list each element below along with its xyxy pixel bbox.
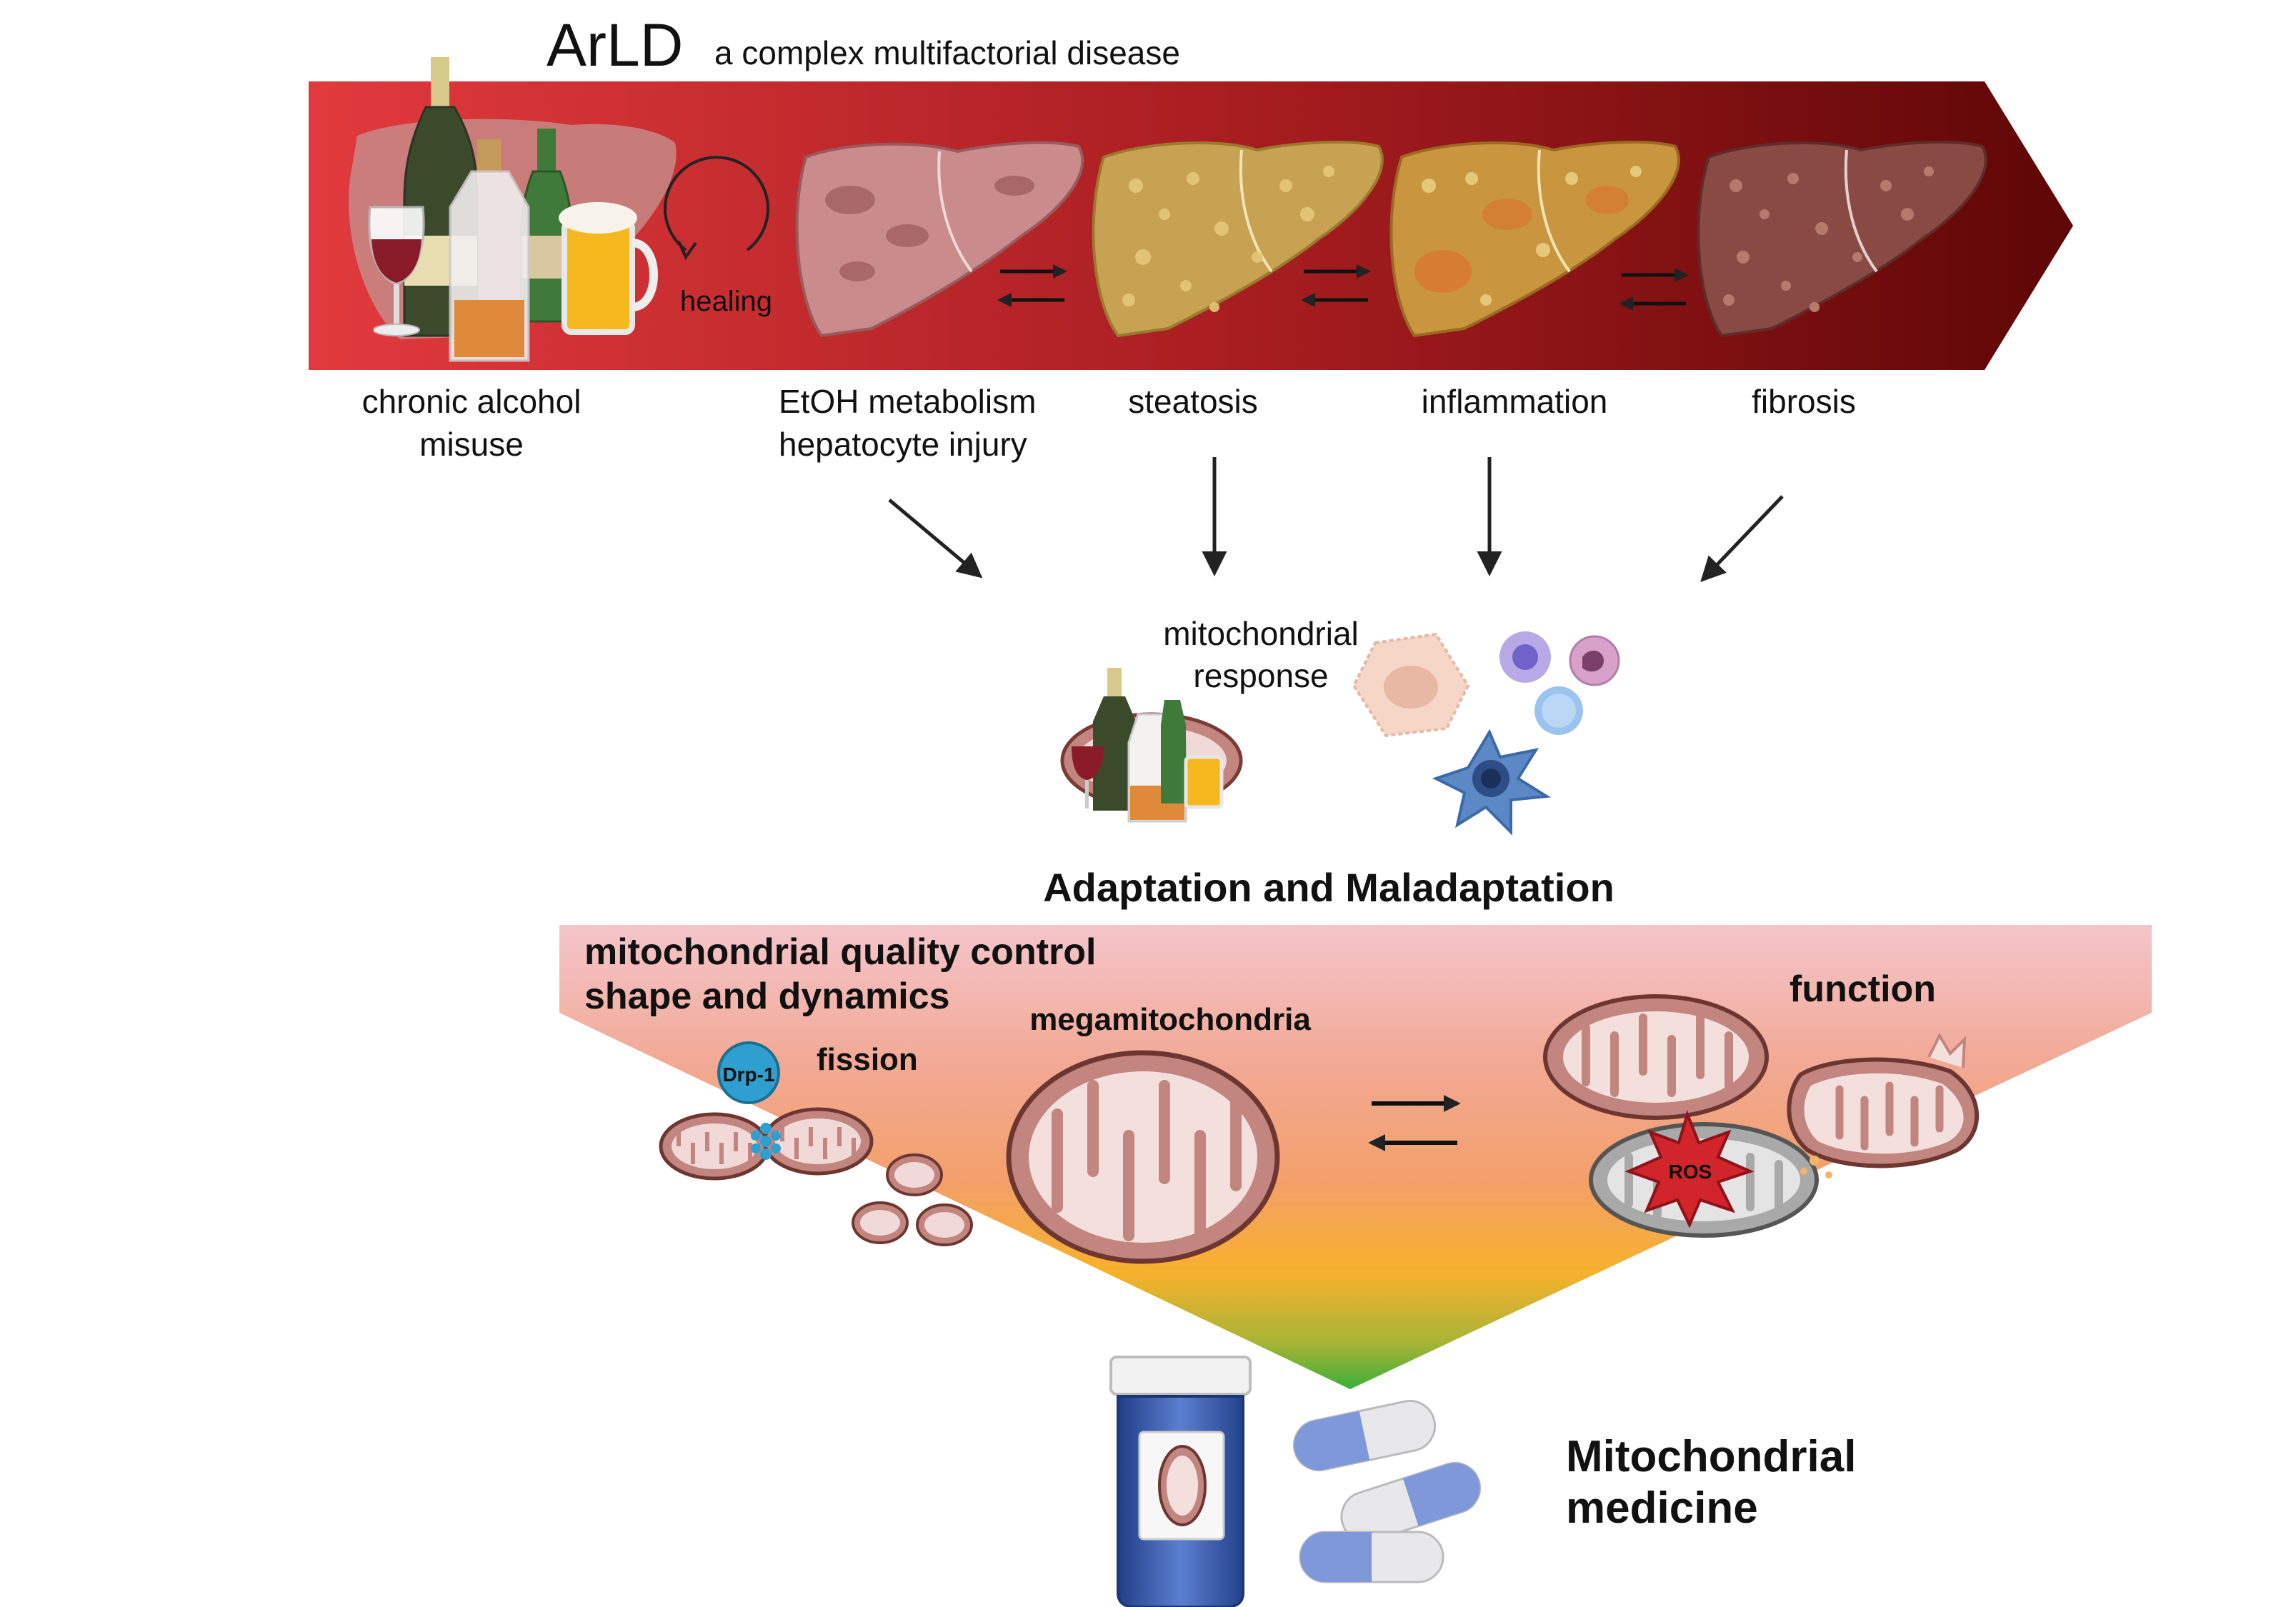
stage-label-line1: steatosis <box>1128 383 1258 420</box>
liver-icon <box>1697 140 1987 338</box>
drinks-liver-icon <box>349 57 677 362</box>
healing-cycle-icon <box>664 156 769 261</box>
mitochondrion-icon <box>659 1112 770 1181</box>
capsule-icon <box>1292 1399 1437 1472</box>
bottle-icon <box>449 139 530 362</box>
equilibrium-arrows <box>1368 1095 1461 1151</box>
reversible-arrows <box>1301 264 1371 307</box>
mitochondrion-icon <box>916 1203 973 1246</box>
liver-icon <box>795 141 1084 338</box>
adaptation-heading: Adaptation and Maladaptation <box>1043 865 1614 910</box>
response-line2: response <box>1193 657 1328 694</box>
qc-line2: shape and dynamics <box>584 976 950 1017</box>
capsule-icon <box>1299 1531 1444 1583</box>
ruptured-mitochondrion-icon <box>1787 1032 1980 1178</box>
hepatocyte-icon <box>1352 632 1470 738</box>
stage-label-line1: fibrosis <box>1752 383 1856 420</box>
ros-burst-icon: ROS <box>1624 1109 1755 1228</box>
mitochondrion-drinks-icon <box>1060 668 1243 823</box>
beer-mug-icon <box>559 202 658 335</box>
title-main: ArLD <box>546 11 683 79</box>
capsule-icon <box>1340 1461 1482 1543</box>
stage-labels: chronic alcohol misuse EtOH metabolism h… <box>362 383 1856 463</box>
function-label: function <box>1790 968 1936 1010</box>
megamitochondrion-icon <box>1006 1050 1280 1264</box>
medicine-line2: medicine <box>1566 1483 1758 1533</box>
title-subtitle: a complex multifactorial disease <box>714 34 1180 71</box>
mitochondrion-icon <box>762 1107 874 1176</box>
ros-label: ROS <box>1669 1161 1712 1183</box>
mitochondrion-icon <box>852 1201 909 1244</box>
stage-label-line2: hepatocyte injury <box>779 426 1027 463</box>
qc-line1: mitochondrial quality control <box>584 931 1096 973</box>
reversible-arrows <box>997 264 1067 307</box>
immune-cell-icon <box>1499 631 1620 735</box>
converging-arrows <box>888 457 1784 583</box>
mega-label: megamitochondria <box>1029 1002 1311 1037</box>
liver-icon <box>1092 140 1384 338</box>
fission-label: fission <box>817 1042 918 1077</box>
stage-label-line1: inflammation <box>1422 383 1608 420</box>
stage-label-line2: misuse <box>419 426 524 463</box>
medicine-line1: Mitochondrial <box>1566 1432 1856 1481</box>
healing-label: healing <box>680 286 772 317</box>
dendritic-cell-icon <box>1432 729 1552 836</box>
mitochondrion-icon <box>1543 994 1769 1120</box>
stage-label-line1: EtOH metabolism <box>779 383 1036 420</box>
drp1-icon: Drp-1 <box>717 1041 780 1104</box>
liver-icon <box>1389 140 1680 338</box>
reversible-arrows <box>1619 268 1689 311</box>
pill-bottle-icon <box>1109 1356 1252 1607</box>
stage-label-line1: chronic alcohol <box>362 383 582 420</box>
response-line1: mitochondrial <box>1163 615 1359 652</box>
drp1-ring-icon <box>751 1123 781 1160</box>
wine-glass-icon <box>368 206 425 336</box>
drp1-label: Drp-1 <box>722 1063 774 1086</box>
mitochondrion-icon <box>886 1153 943 1196</box>
